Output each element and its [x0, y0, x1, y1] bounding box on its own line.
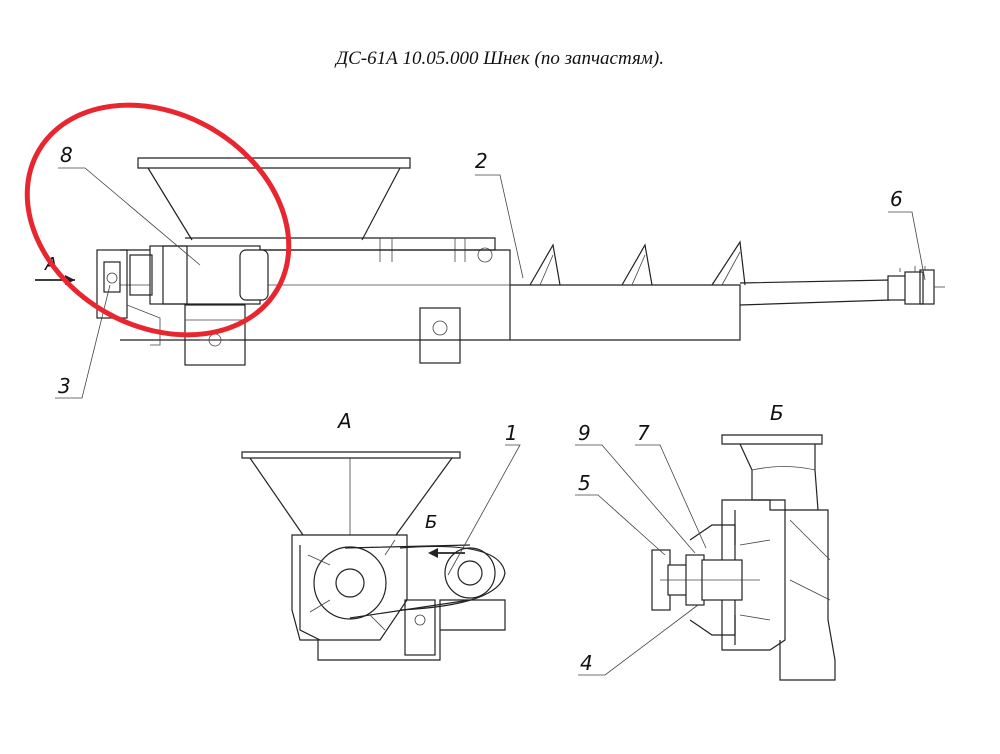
highlight-ellipse — [24, 102, 292, 338]
callout-7: 7 — [637, 421, 650, 445]
callout-2: 2 — [475, 149, 488, 173]
view-b-arrow-label: Б — [425, 512, 437, 533]
view-a: А Б 1 — [241, 409, 521, 661]
callout-4: 4 — [580, 651, 593, 675]
callout-3: 3 — [58, 374, 71, 398]
view-b: Б 9 7 5 4 — [575, 401, 836, 681]
view-a-title: А — [336, 409, 352, 433]
callout-8: 8 — [60, 143, 73, 167]
drawing-title: ДС-61А 10.05.000 Шнек (по запчастям). — [336, 48, 664, 69]
main-view: А — [35, 157, 945, 366]
callout-1: 1 — [505, 421, 518, 445]
view-b-title: Б — [770, 401, 784, 425]
callout-5: 5 — [578, 471, 591, 495]
callout-9: 9 — [578, 421, 591, 445]
main-callouts: 8 2 3 6 — [55, 143, 926, 399]
callout-6: 6 — [890, 187, 903, 211]
